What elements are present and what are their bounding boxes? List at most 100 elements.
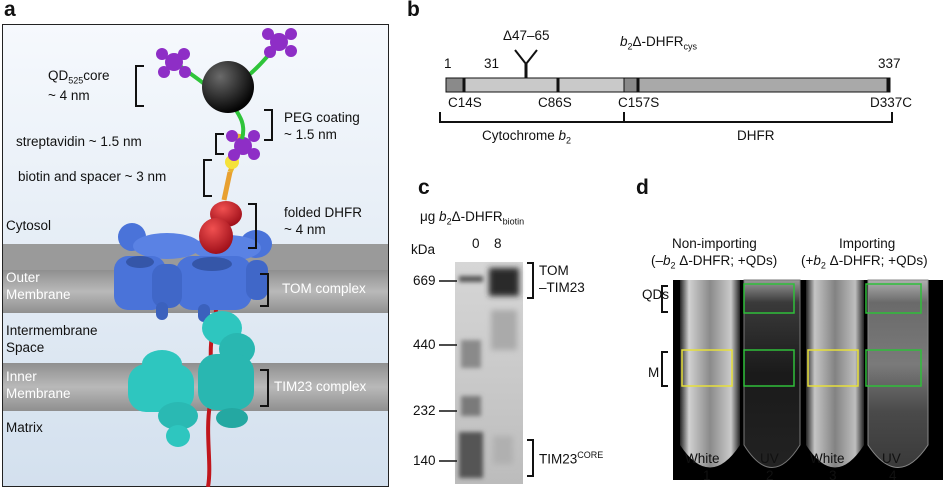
presequence-segment [445, 77, 465, 93]
panel-a: QD525core ~ 4 nm PEG coating ~ 1.5 nm st… [2, 24, 389, 488]
tom-complex-shape [114, 223, 272, 322]
group2-line2-sub: 2 [820, 260, 826, 271]
folded-dhfr-label-1: folded DHFR [284, 205, 363, 220]
tube-2 [743, 279, 801, 468]
qds-box-tube-2 [743, 283, 795, 314]
c86s-label: C86S [538, 95, 572, 110]
folded-dhfr-shape [199, 201, 242, 254]
tom-bracket [260, 273, 269, 307]
m-box-tube-2 [743, 349, 795, 387]
blot-title-prefix: μg [420, 209, 440, 224]
inner-membrane-label-1: Inner [6, 369, 37, 384]
streptavidin-top-shape [262, 28, 297, 58]
qd-core-label: QD525core [48, 68, 110, 86]
m-box-tube-4 [865, 349, 922, 387]
tube-1-mode: White [685, 451, 720, 466]
tube-1-num: 1 [703, 468, 711, 483]
blot-title-italic: b [439, 209, 447, 224]
qd-core-main: QD [48, 68, 69, 83]
pos-31-label: 31 [484, 56, 500, 71]
c157s-label: C157S [618, 95, 660, 110]
blot-title-main: Δ-DHFR [451, 209, 503, 224]
streptavidin-left-shape [156, 48, 191, 78]
peg-bracket [264, 109, 273, 141]
pos-337-label: 337 [878, 56, 901, 71]
band-tom-line2: –TIM23 [539, 280, 585, 295]
qd-core-sub: 525 [68, 75, 84, 86]
dhfr-bracket-b [623, 112, 893, 123]
cytochrome-label: Cytochrome b2 [482, 128, 571, 146]
panel-d: Non-importing (–b2 Δ-DHFR; +QDs) Importi… [636, 200, 946, 489]
group1-line2: (–b2 Δ-DHFR; +QDs) [651, 253, 777, 271]
group1-line2-a: (– [651, 253, 664, 268]
construct-italic: b [620, 34, 628, 49]
qd-core-shape [202, 61, 254, 113]
group1-line2-sub: 2 [670, 260, 676, 271]
lane-8-bands [489, 268, 519, 464]
blot-title: μg b2Δ-DHFRbiotin [420, 209, 524, 227]
cytochrome-sub: 2 [566, 135, 572, 146]
matrix-label: Matrix [6, 420, 43, 435]
tube-4-mode: UV [882, 451, 901, 466]
deletion-label: Δ47–65 [503, 28, 550, 43]
tube-4 [867, 279, 929, 468]
outer-membrane-label-1: Outer [6, 270, 40, 285]
ims-label-2: Space [6, 340, 45, 355]
construct-sub2: 2 [627, 41, 633, 52]
cytochrome-bracket [439, 112, 625, 123]
tim23-complex-shape [128, 311, 255, 447]
tim23-core-bracket [527, 439, 534, 477]
band-tom-line1: TOM [539, 263, 569, 278]
lane-8-label: 8 [494, 236, 502, 251]
tube-3-mode: White [810, 451, 845, 466]
group2-line2: (+b2 Δ-DHFR; +QDs) [801, 253, 928, 271]
tube-2-mode: UV [760, 451, 779, 466]
tim23-complex-label: TIM23 complex [274, 379, 367, 394]
qd-bracket [135, 65, 144, 107]
cytochrome-italic: b [558, 128, 567, 143]
panel-label-c: c [418, 176, 430, 199]
band-core-sup: CORE [577, 450, 604, 460]
linker-segment [623, 77, 639, 93]
m-box-tube-3 [807, 349, 859, 387]
tubes-photo [661, 279, 943, 480]
panel-a-diagram [2, 24, 389, 488]
outer-membrane-label-2: Membrane [6, 287, 71, 302]
panel-label-a: a [4, 0, 16, 21]
construct-main: Δ-DHFR [632, 34, 684, 49]
cytosol-label: Cytosol [6, 218, 52, 233]
lane-0-label: 0 [472, 236, 480, 251]
panel-c: μg b2Δ-DHFRbiotin kDa 0 8 669 440 232 14… [405, 200, 635, 489]
group2-line2-b: Δ-DHFR; +QDs) [825, 253, 928, 268]
spacer-link [221, 171, 233, 201]
streptavidin-label: streptavidin ~ 1.5 nm [16, 134, 142, 149]
group1-line1: Non-importing [672, 236, 757, 251]
peg-label-1: PEG coating [284, 110, 360, 125]
dhfr-bracket [248, 203, 257, 249]
m-label: M [648, 365, 660, 380]
deletion-mark [514, 49, 538, 66]
panel-label-d: d [636, 176, 649, 199]
tube-1 [680, 280, 740, 468]
cytochrome-segment [463, 77, 625, 93]
band-core-label: TIM23CORE [539, 450, 603, 467]
folded-dhfr-label-2: ~ 4 nm [284, 222, 326, 237]
group2-line2-italic: b [813, 253, 821, 268]
biotin-label: biotin and spacer ~ 3 nm [18, 169, 167, 184]
tube-3 [806, 280, 864, 468]
lane-0-bands [459, 276, 483, 478]
blot-title-sub2: 2 [446, 216, 452, 227]
band-core-main: TIM23 [539, 451, 578, 467]
biotin-bracket [203, 159, 212, 197]
dhfr-segment [637, 77, 891, 93]
tube-2-num: 2 [766, 468, 774, 483]
group1-line2-italic: b [663, 253, 671, 268]
tube-4-num: 4 [889, 468, 897, 483]
group1-line2-b: Δ-DHFR; +QDs) [675, 253, 778, 268]
m-box-tube-1 [681, 349, 733, 387]
mw-140: 140 [413, 453, 436, 468]
tube-3-num: 3 [829, 468, 837, 483]
panel-b: Δ47–65 b2Δ-DHFRcys 1 31 337 C14S C86S C1… [430, 20, 946, 160]
panel-label-b: b [407, 0, 420, 21]
inner-membrane [3, 363, 388, 411]
